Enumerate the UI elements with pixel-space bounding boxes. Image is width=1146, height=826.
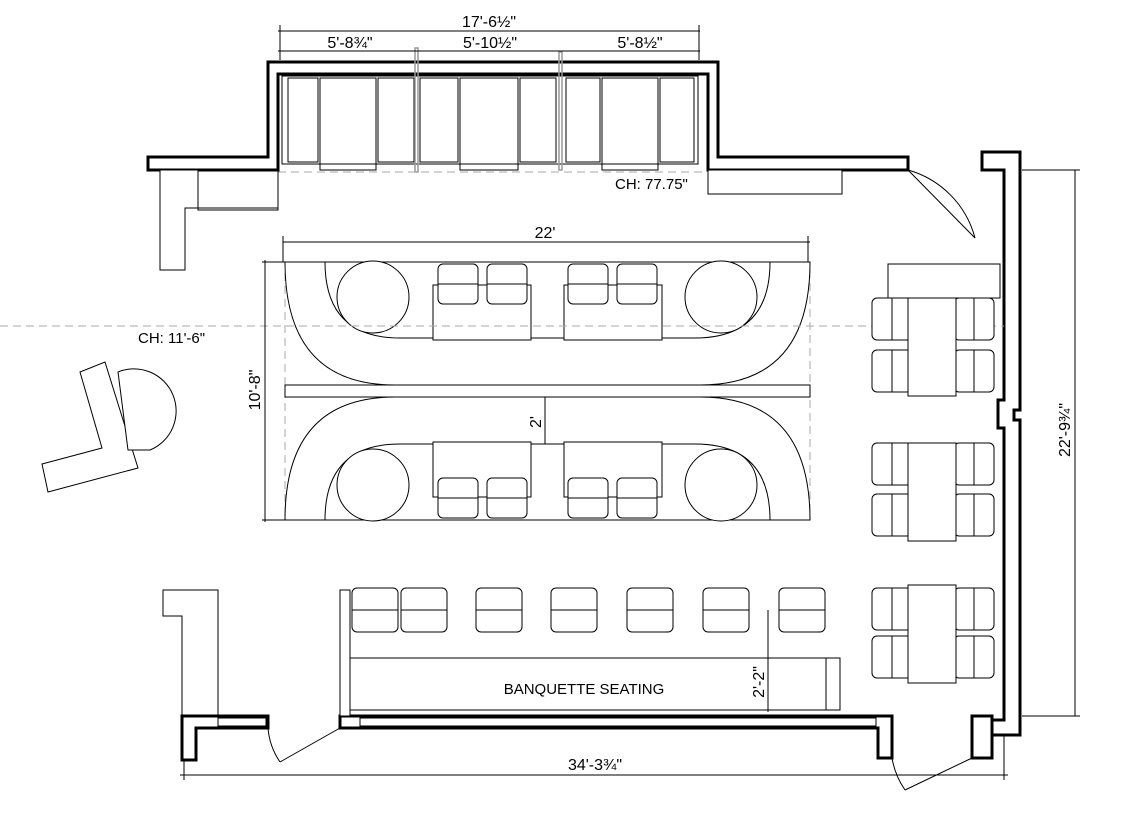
chairs (351, 263, 995, 679)
dim-alcove-total: 17'-6½" (462, 14, 516, 31)
chair (616, 477, 658, 519)
dim-alcove-left: 5'-8¾" (327, 35, 372, 52)
chair (351, 587, 399, 633)
alcove-booths (278, 47, 843, 195)
left-lower-wall (162, 589, 219, 721)
center-banquettes (0, 260, 1004, 522)
dim-banquette-depth: 2'-2" (751, 666, 768, 698)
chair (550, 587, 598, 633)
dimension-labels: 17'-6½" 5'-8¾" 5'-10½" 5'-8½" CH: 77.75"… (138, 14, 1074, 774)
chair (953, 349, 995, 393)
chair (567, 477, 609, 519)
chair (871, 587, 913, 631)
main-ceiling-height: CH: 11'-6" (138, 330, 205, 347)
chair (400, 587, 448, 633)
dim-bottom-wall: 34'-3¾" (568, 757, 622, 774)
chair (486, 263, 528, 305)
door-bottom-left[interactable] (267, 727, 341, 763)
chair (953, 635, 995, 679)
banquette-seating: BANQUETTE SEATING (339, 589, 841, 717)
chair (616, 263, 658, 305)
bottom-wall (180, 714, 994, 762)
dimension-lines (180, 25, 1080, 780)
entry-fixture (41, 361, 177, 493)
chair (953, 442, 995, 486)
chair (871, 493, 913, 537)
chair (626, 587, 674, 633)
door-top-right[interactable] (907, 169, 976, 239)
chair (475, 587, 523, 633)
banquette-label: BANQUETTE SEATING (504, 681, 665, 698)
chair (871, 349, 913, 393)
dim-alcove-right: 5'-8½" (617, 35, 662, 52)
dim-table-length: 22' (535, 225, 556, 242)
left-upper-wall (159, 169, 279, 271)
chair (437, 477, 479, 519)
chair (953, 587, 995, 631)
dim-table-depth: 10'-8" (247, 370, 264, 411)
chair (567, 263, 609, 305)
alcove-ceiling-height: CH: 77.75" (615, 176, 688, 193)
dim-right-wall: 22'-9¾" (1057, 403, 1074, 457)
chair (437, 263, 479, 305)
door-bottom-right[interactable] (891, 757, 973, 791)
chair (953, 297, 995, 341)
chair (778, 587, 826, 633)
chair (871, 442, 913, 486)
dim-alcove-center: 5'-10½" (463, 35, 517, 52)
dim-aisle: 2' (528, 416, 545, 428)
chair (871, 297, 913, 341)
chair (702, 587, 750, 633)
right-tables (887, 263, 1001, 684)
chair (953, 493, 995, 537)
chair (871, 635, 913, 679)
chair (486, 477, 528, 519)
